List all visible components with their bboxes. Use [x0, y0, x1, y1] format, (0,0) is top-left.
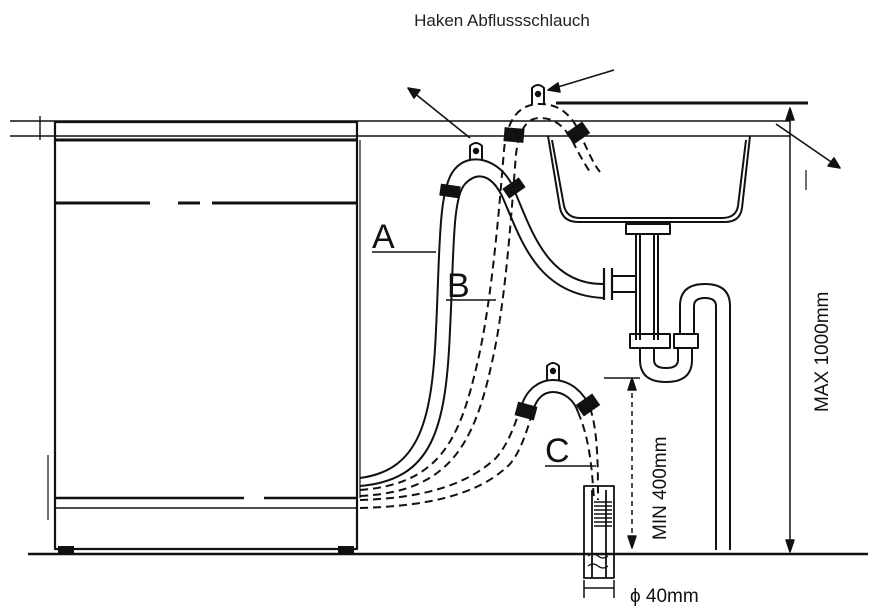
hose-clamps [439, 121, 601, 421]
max-height-label: MAX 1000mm [812, 292, 833, 412]
sink-basin [547, 135, 751, 223]
dishwasher [47, 120, 361, 551]
diameter-label: ϕ 40mm [630, 586, 699, 606]
pointer-arrows [407, 69, 841, 169]
dishwasher-feet [58, 546, 354, 554]
hose-c [359, 379, 599, 509]
hose-end-ribs [594, 501, 612, 527]
hose-hooks [469, 84, 560, 380]
diagram-title: Haken Abflussschlauch [414, 11, 590, 30]
label-hose-c: C [545, 432, 570, 470]
min-height-label: MIN 400mm [650, 437, 671, 540]
standpipe [583, 485, 615, 579]
label-hose-a: A [372, 218, 395, 256]
diameter-dimension [583, 580, 615, 598]
hose-a [359, 158, 605, 487]
label-leaders [372, 251, 596, 467]
sink-siphon [602, 223, 731, 550]
max-height-dimension [785, 107, 807, 553]
min-height-dimension [604, 377, 640, 549]
label-hose-b: B [447, 267, 470, 305]
